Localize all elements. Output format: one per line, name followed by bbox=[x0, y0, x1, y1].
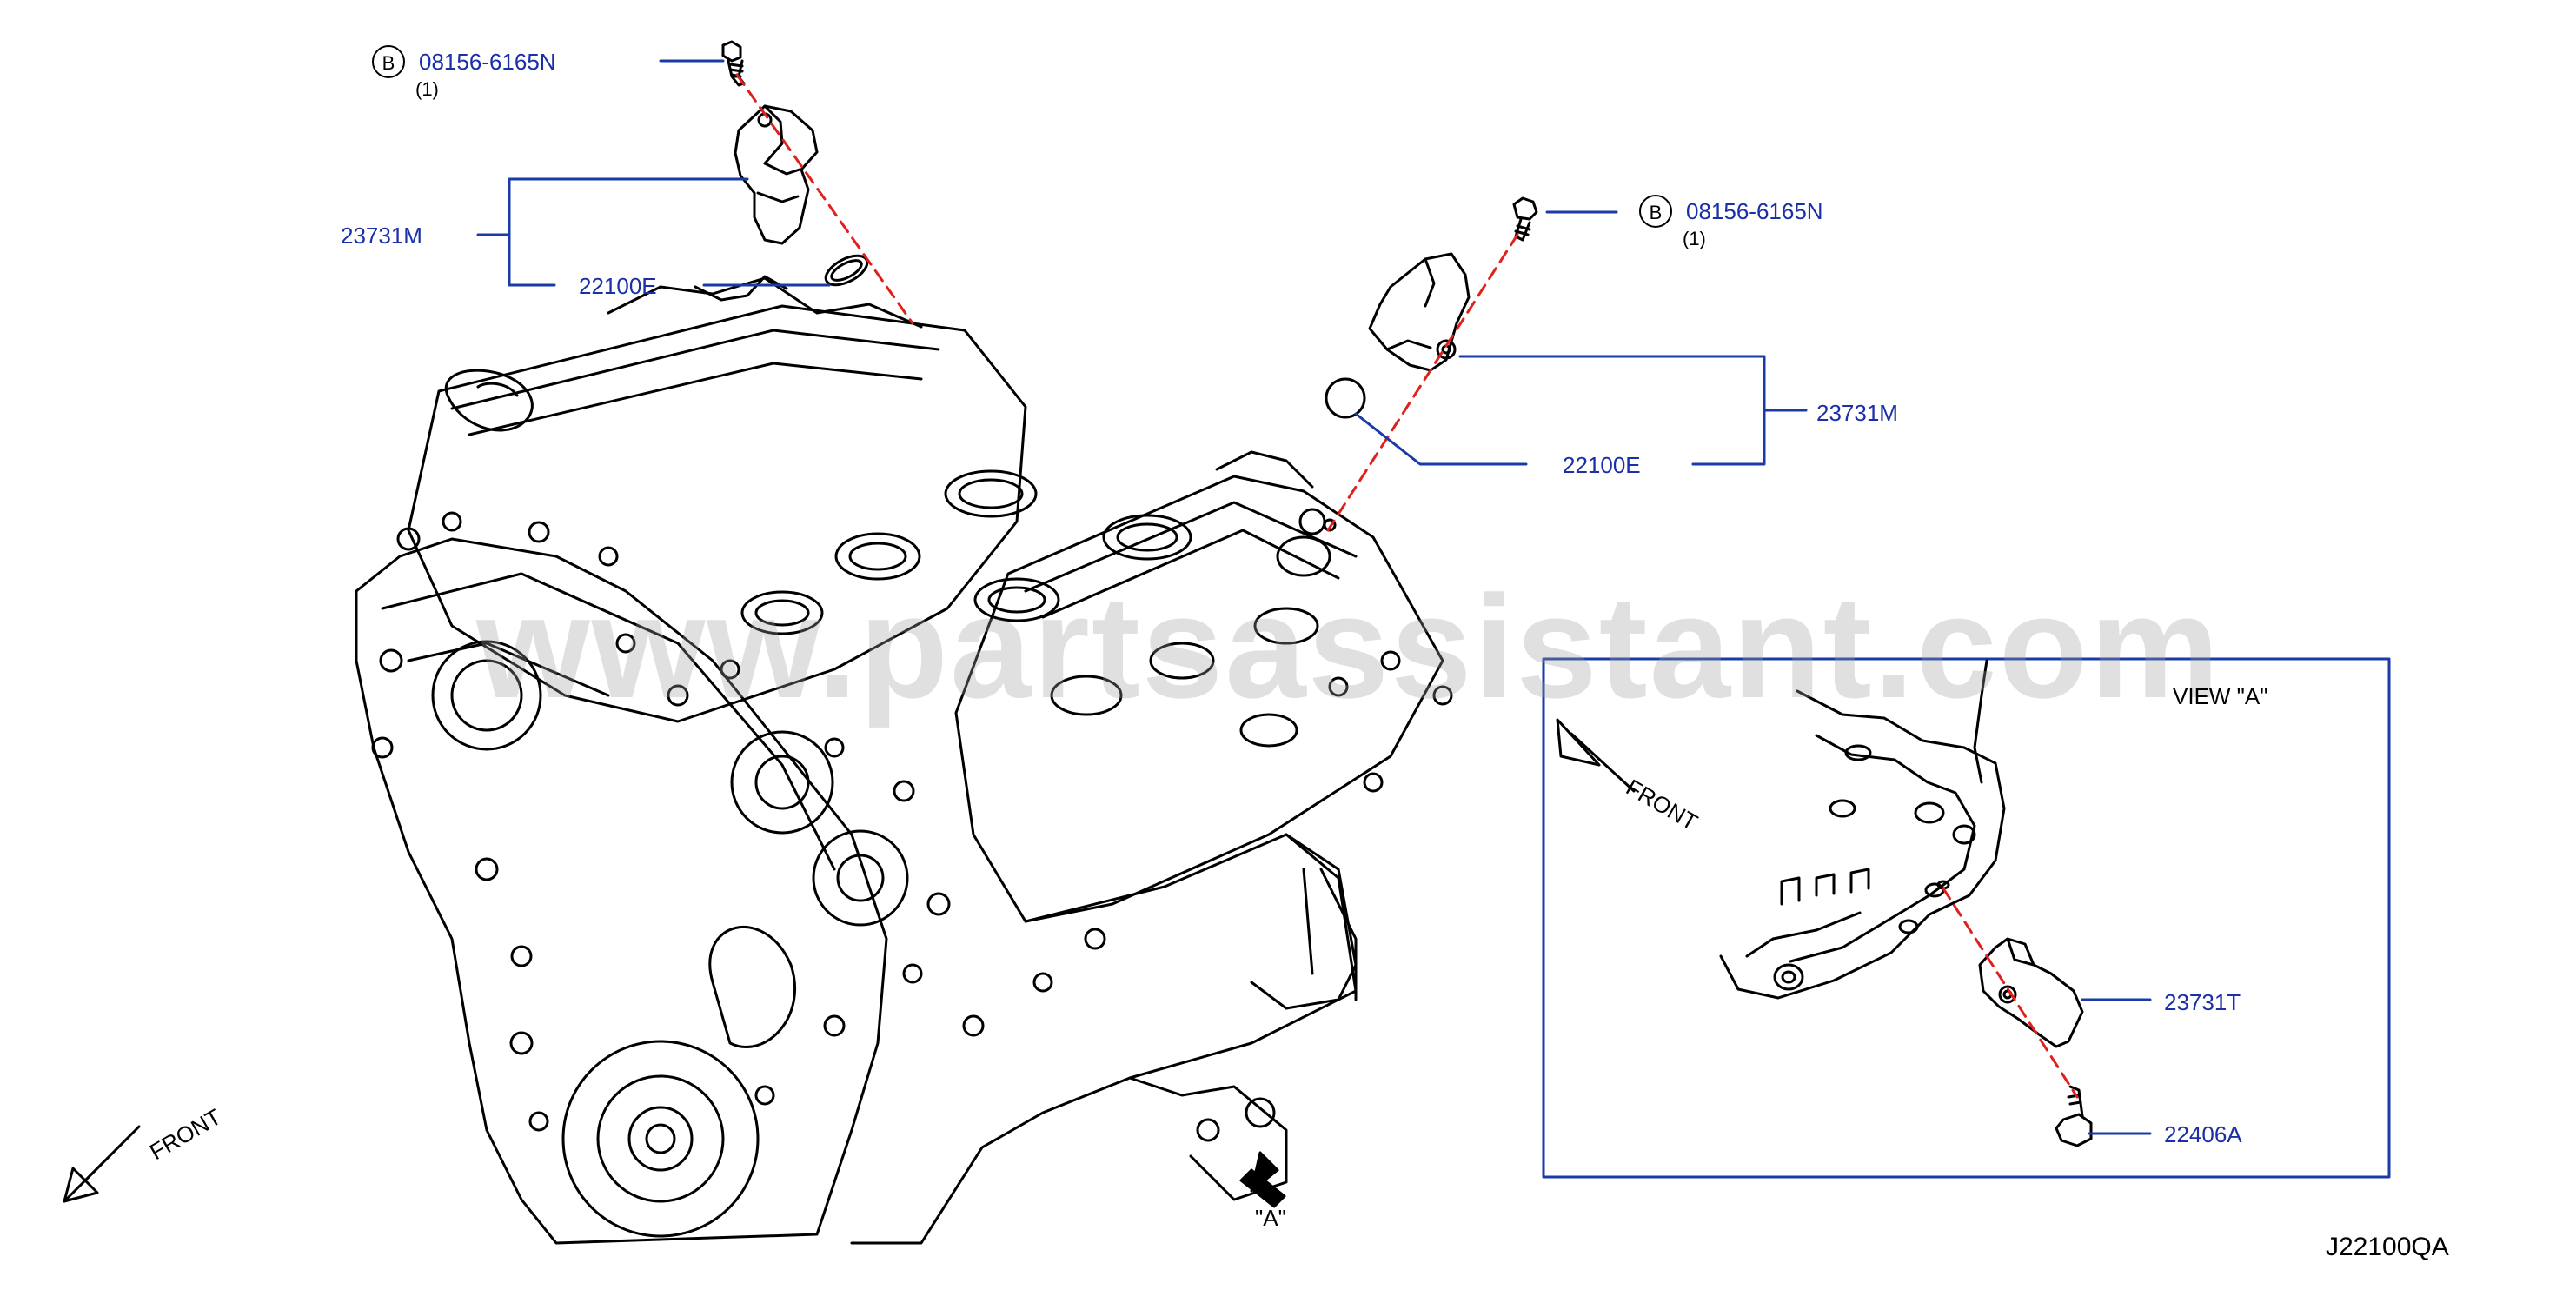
front-arrow-view-a bbox=[1556, 718, 1636, 793]
view-a-arrow bbox=[1239, 1151, 1286, 1208]
cam-sensor-left bbox=[721, 40, 869, 287]
oring-part-number-left[interactable]: 22100E bbox=[579, 273, 657, 299]
diagram-code: J22100QA bbox=[2326, 1233, 2449, 1261]
centerlines bbox=[735, 73, 2079, 1099]
oring-part-number-right[interactable]: 22100E bbox=[1563, 452, 1641, 478]
bolt-symbol-right: B bbox=[1639, 195, 1672, 228]
bolt-quantity-right: (1) bbox=[1683, 228, 1706, 249]
engine-block bbox=[355, 275, 1453, 1245]
bolt-quantity-top: (1) bbox=[415, 78, 439, 100]
bolt-part-number-top[interactable]: 08156-6165N bbox=[419, 49, 556, 75]
front-arrow-main bbox=[63, 1125, 141, 1203]
bolt-symbol-top: B bbox=[372, 45, 405, 78]
sensor-part-number-view-a[interactable]: 23731T bbox=[2164, 989, 2241, 1015]
cam-sensor-right bbox=[1325, 196, 1538, 419]
view-a-frame bbox=[1542, 657, 2391, 1179]
leader-lines bbox=[476, 59, 2152, 1135]
view-a-detail bbox=[1719, 659, 2093, 1147]
bolt-part-number-view-a[interactable]: 22406A bbox=[2164, 1121, 2242, 1147]
view-a-title: VIEW "A" bbox=[2173, 683, 2268, 709]
watermark: www.partsassistant.com bbox=[476, 565, 2221, 728]
sensor-part-number-left[interactable]: 23731M bbox=[341, 223, 422, 249]
sensor-part-number-right[interactable]: 23731M bbox=[1816, 400, 1898, 426]
view-arrow-label: "A" bbox=[1255, 1205, 1286, 1231]
bolt-part-number-right[interactable]: 08156-6165N bbox=[1686, 198, 1823, 224]
